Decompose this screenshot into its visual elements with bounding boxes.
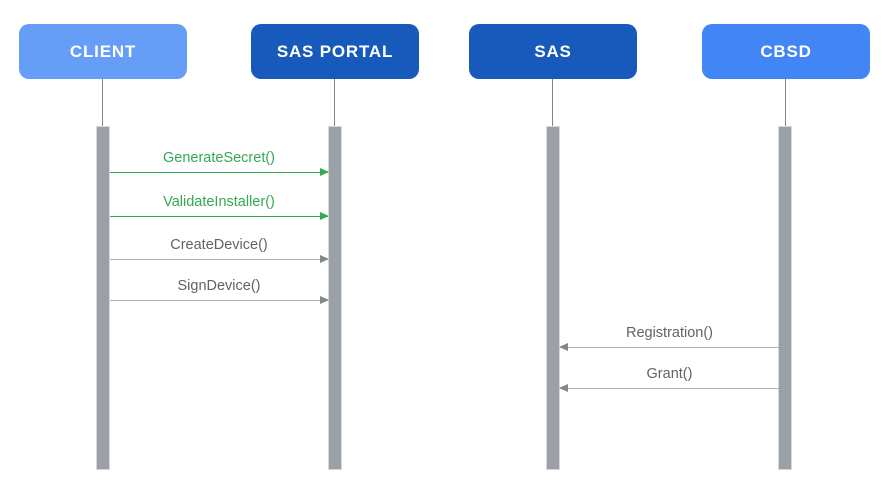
lifeline-stem-cbsd [785, 79, 786, 126]
message-arrow-line [110, 296, 329, 304]
actor-label-client: CLIENT [69, 41, 137, 61]
actor-label-cbsd: CBSD [760, 41, 812, 61]
actor-box-sas-portal: SAS PORTAL [251, 24, 419, 79]
message-grant: Grant() [559, 366, 779, 392]
message-generate-secret: GenerateSecret() [110, 150, 329, 176]
actor-box-client: CLIENT [19, 24, 187, 79]
activation-bar-client [96, 126, 110, 470]
lifeline-stem-client [102, 79, 103, 126]
message-create-device: CreateDevice() [110, 237, 329, 263]
actor-box-sas: SAS [469, 24, 637, 79]
lifeline-stem-sas-portal [334, 79, 335, 126]
actor-label-sas-portal: SAS PORTAL [276, 41, 394, 61]
message-arrow-line [559, 384, 779, 392]
activation-bar-cbsd [778, 126, 792, 470]
message-label: GenerateSecret() [162, 150, 276, 166]
arrowhead-right-icon [320, 296, 329, 304]
message-validate-installer: ValidateInstaller() [110, 194, 329, 220]
actor-box-cbsd: CBSD [702, 24, 870, 79]
arrowhead-left-icon [559, 384, 568, 392]
message-arrow-line [559, 343, 779, 351]
lifeline-stem-sas [552, 79, 553, 126]
message-arrow-line [110, 255, 329, 263]
arrowhead-right-icon [320, 255, 329, 263]
arrowhead-left-icon [559, 343, 568, 351]
message-label: CreateDevice() [170, 237, 268, 253]
message-label: ValidateInstaller() [163, 194, 275, 210]
message-label: Registration() [625, 325, 714, 341]
arrowhead-right-icon [320, 168, 329, 176]
actor-label-sas: SAS [534, 41, 572, 61]
message-sign-device: SignDevice() [110, 278, 329, 304]
message-registration: Registration() [559, 325, 779, 351]
arrowhead-right-icon [320, 212, 329, 220]
message-label: SignDevice() [177, 278, 261, 294]
activation-bar-sas-portal [328, 126, 342, 470]
message-arrow-line [110, 168, 329, 176]
activation-bar-sas [546, 126, 560, 470]
message-label: Grant() [646, 366, 693, 382]
message-arrow-line [110, 212, 329, 220]
